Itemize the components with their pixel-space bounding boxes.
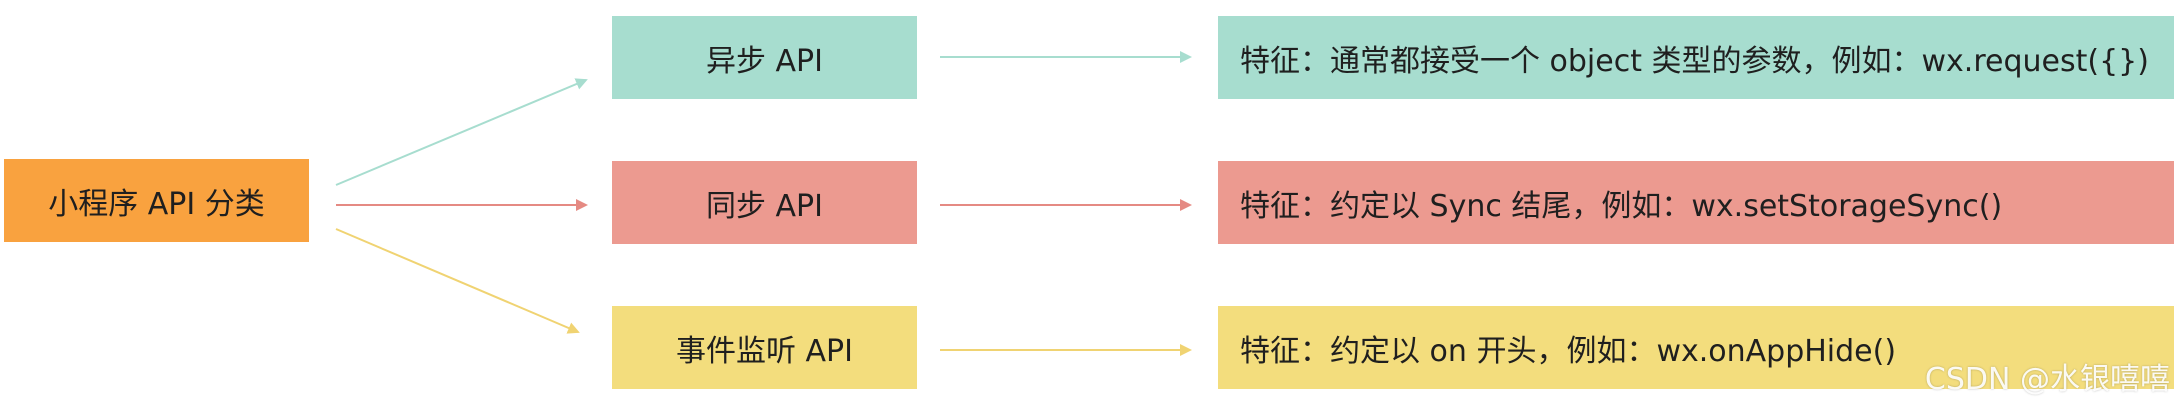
arrow-root-to-async [335, 78, 588, 186]
category-label: 异步 API [706, 43, 823, 79]
description-text: 特征：通常都接受一个 object 类型的参数，例如：wx.request({}… [1240, 43, 2149, 79]
description-text: 特征：约定以 Sync 结尾，例如：wx.setStorageSync() [1240, 188, 2003, 224]
description-event-listener-api: 特征：约定以 on 开头，例如：wx.onAppHide() [1218, 306, 2174, 389]
description-text: 特征：约定以 on 开头，例如：wx.onAppHide() [1240, 333, 1897, 369]
category-event-listener-api: 事件监听 API [612, 306, 917, 389]
category-label: 同步 API [706, 188, 823, 224]
arrow-root-to-event [335, 228, 580, 334]
category-label: 事件监听 API [676, 333, 853, 369]
root-node: 小程序 API 分类 [4, 159, 309, 242]
description-async-api: 特征：通常都接受一个 object 类型的参数，例如：wx.request({}… [1218, 16, 2174, 99]
root-node-label: 小程序 API 分类 [48, 186, 265, 222]
category-sync-api: 同步 API [612, 161, 917, 244]
description-sync-api: 特征：约定以 Sync 结尾，例如：wx.setStorageSync() [1218, 161, 2174, 244]
csdn-watermark: CSDN @水银嘻嘻 [1924, 362, 2170, 397]
category-async-api: 异步 API [612, 16, 917, 99]
